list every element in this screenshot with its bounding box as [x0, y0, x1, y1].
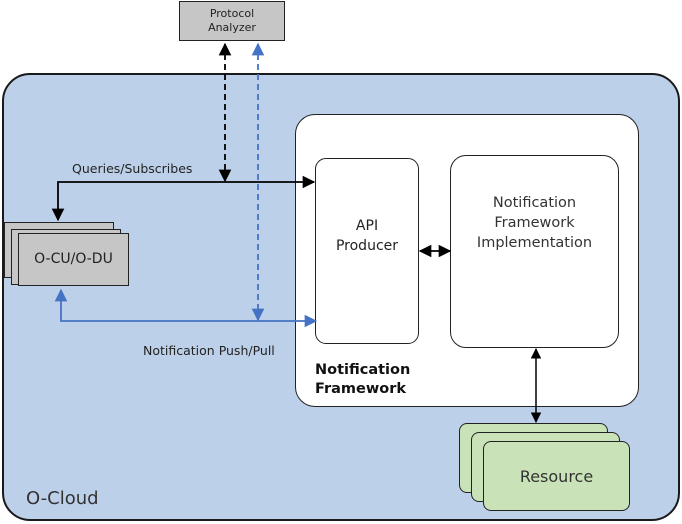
resource-box[interactable]: Resource [483, 441, 630, 511]
implementation-label: Notification Framework Implementation [476, 194, 593, 251]
resource-label: Resource [519, 466, 594, 486]
api-producer-label: API Producer [335, 218, 399, 254]
notification-push-pull-label: Notification Push/Pull [143, 343, 275, 358]
notification-push-pull-connector [54, 288, 318, 328]
notification-framework-implementation-box[interactable]: Notification Framework Implementation [450, 155, 619, 348]
queries-subscribes-connector [51, 175, 316, 222]
ocu-du-label: O-CU/O-DU [34, 251, 113, 267]
o-cloud-label: O-Cloud [26, 488, 99, 509]
notification-framework-label: Notification Framework [315, 362, 411, 397]
ocu-du-box[interactable]: O-CU/O-DU [18, 233, 129, 286]
queries-subscribes-label: Queries/Subscribes [72, 161, 193, 176]
protocol-analyzer-label: Protocol Analyzer [208, 7, 256, 34]
protocol-analyzer-box[interactable]: Protocol Analyzer [179, 1, 285, 41]
api-producer-box[interactable]: API Producer [315, 158, 419, 344]
